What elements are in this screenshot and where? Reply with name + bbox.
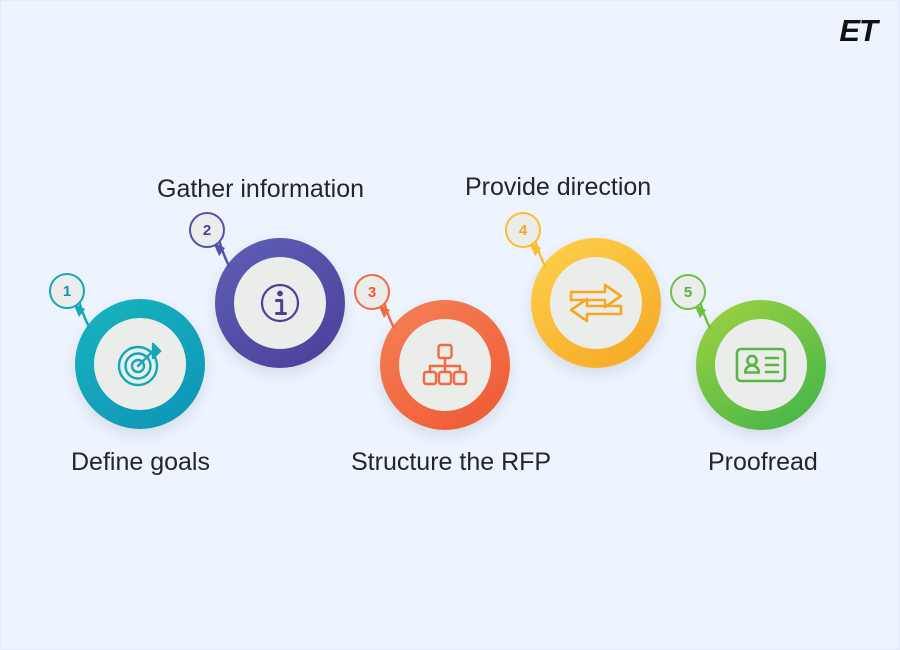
step-icon-container-4 — [550, 257, 642, 349]
step-badge-wrap-2: 2 — [189, 212, 235, 270]
step-ring-2: 2 — [189, 212, 345, 368]
step-node-1[interactable]: 1 — [49, 273, 205, 429]
info-circle-icon — [260, 283, 300, 323]
step-ring-3: 3 — [354, 274, 510, 430]
step-badge-3: 3 — [354, 274, 390, 310]
step-badge-number-1: 1 — [62, 282, 72, 300]
step-label-2: Gather information — [157, 175, 365, 203]
step-label-4: Provide direction — [465, 173, 652, 201]
step-badge-4: 4 — [505, 212, 541, 248]
target-icon — [117, 342, 162, 387]
brand-logo: ET — [839, 13, 878, 48]
step-node-2[interactable]: 2 — [189, 212, 345, 368]
step-badge-5: 5 — [670, 274, 706, 310]
step-ring-1: 1 — [49, 273, 205, 429]
step-badge-wrap-4: 4 — [505, 212, 551, 270]
step-node-3[interactable]: 3 — [354, 274, 510, 430]
step-badge-wrap-3: 3 — [354, 274, 400, 332]
step-icon-container-2 — [234, 257, 326, 349]
step-badge-wrap-1: 1 — [49, 273, 95, 331]
step-label-3: Structure the RFP — [351, 448, 552, 476]
id-card-icon — [735, 347, 787, 383]
step-badge-1: 1 — [49, 273, 85, 309]
sitemap-icon — [422, 343, 468, 386]
step-ring-4: 4 — [505, 212, 661, 368]
step-ring-5: 5 — [670, 274, 826, 430]
step-icon-container-1 — [94, 318, 186, 410]
step-badge-number-4: 4 — [518, 221, 528, 239]
step-icon-container-5 — [715, 319, 807, 411]
step-node-4[interactable]: 4 — [505, 212, 661, 368]
step-badge-wrap-5: 5 — [670, 274, 716, 332]
step-badge-2: 2 — [189, 212, 225, 248]
step-badge-number-2: 2 — [202, 221, 212, 239]
step-badge-number-5: 5 — [683, 283, 693, 301]
step-icon-container-3 — [399, 319, 491, 411]
step-badge-number-3: 3 — [367, 283, 377, 301]
step-node-5[interactable]: 5 — [670, 274, 826, 430]
step-label-5: Proofread — [708, 448, 818, 476]
exchange-arrows-icon — [569, 283, 623, 323]
step-label-1: Define goals — [71, 448, 210, 476]
